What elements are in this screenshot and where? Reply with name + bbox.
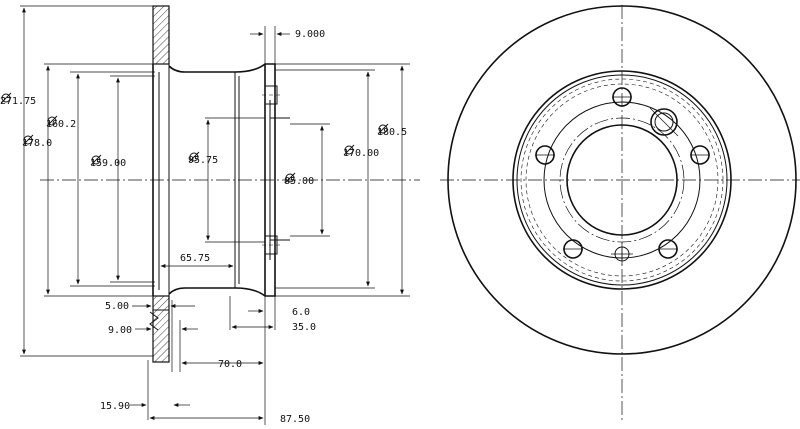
diameter-symbol-icon	[377, 123, 389, 135]
dim-phi-170-00: 170.00	[343, 148, 379, 159]
hidden-circle-1	[520, 78, 724, 282]
dim-9-000: 9.000	[295, 29, 325, 40]
dim-35-0: 35.0	[292, 322, 316, 333]
diameter-symbol-icon	[90, 154, 102, 166]
dim-phi-160-2: 160.2	[46, 119, 76, 130]
diameter-symbol-icon	[46, 115, 58, 127]
dim-outer-diameter: 271.75	[0, 96, 36, 107]
horizontal-dimension-lines	[130, 32, 290, 420]
dim-65-75: 65.75	[180, 253, 210, 264]
hat-outer-circle	[512, 70, 732, 290]
dim-phi-159-00: 159.00	[90, 158, 126, 169]
dim-phi-85-00: 85.00	[284, 176, 314, 187]
hidden-circle-2	[525, 83, 719, 277]
dim-phi-180-5: 180.5	[377, 127, 407, 138]
outer-disc-circle	[447, 5, 797, 355]
dim-70-0: 70.0	[218, 359, 242, 370]
dimension-labels: 271.75 160.2 178.0 159.00 95.75 85.00 17…	[0, 29, 407, 425]
hub-hat-outline	[149, 63, 290, 331]
bolt-hole-center-marks	[535, 96, 710, 250]
bolt-circle	[559, 117, 685, 243]
friction-ring-lower	[152, 295, 170, 363]
friction-ring-upper	[152, 5, 170, 65]
dim-phi-178-0: 178.0	[22, 138, 52, 149]
hat-edge-circle	[516, 74, 728, 286]
dim-6-0: 6.0	[292, 307, 310, 318]
diameter-symbol-icon	[343, 144, 355, 156]
dim-87-50: 87.50	[280, 414, 310, 425]
diameter-symbol-icon	[22, 134, 34, 146]
diameter-symbol-icon	[284, 172, 296, 184]
diameter-symbols	[0, 92, 389, 184]
dim-15-90: 15.90	[100, 401, 130, 412]
locating-hole-inner	[654, 112, 674, 132]
vertical-dimension-lines	[22, 7, 404, 355]
side-section-view: 271.75 160.2 178.0 159.00 95.75 85.00 17…	[0, 5, 420, 425]
locating-hole-outer	[650, 108, 678, 136]
front-view	[440, 5, 800, 420]
diameter-symbol-icon	[188, 151, 200, 163]
dim-phi-95-75: 95.75	[188, 155, 218, 166]
center-bore-circle	[566, 124, 678, 236]
extension-lines	[20, 5, 410, 425]
diameter-symbol-icon	[0, 92, 12, 104]
dim-5-00: 5.00	[105, 301, 129, 312]
dim-9-00: 9.00	[108, 325, 132, 336]
